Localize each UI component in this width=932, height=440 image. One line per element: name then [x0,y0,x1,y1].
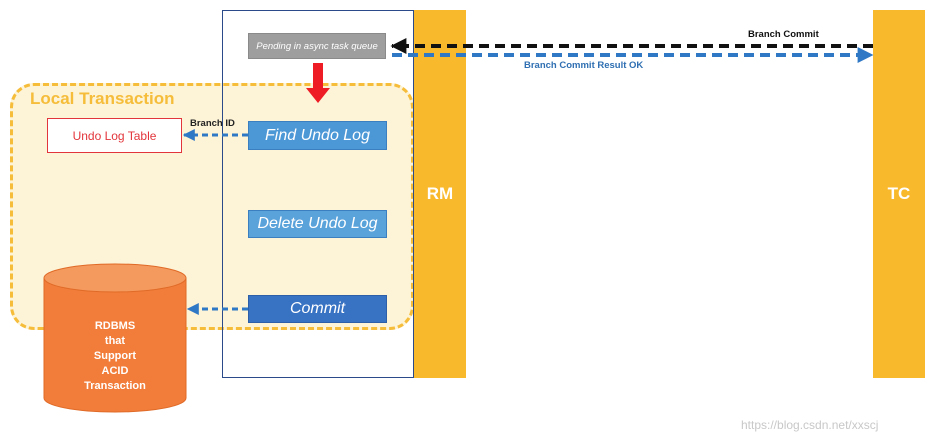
delete-undo-log-label: Delete Undo Log [257,215,378,232]
watermark: https://blog.csdn.net/xxscj [741,418,879,432]
red-flow-arrow [306,63,330,103]
rm-lane: RM [414,10,466,378]
rm-process-panel [222,10,414,378]
rm-label: RM [426,184,454,203]
tc-label: TC [887,184,911,203]
tc-lane: TC [873,10,925,378]
rdbms-line-3: Support [93,349,137,362]
branch-commit-result-label: Branch Commit Result OK [524,60,644,71]
undo-log-table-label: Undo Log Table [72,128,157,143]
find-undo-log-label: Find Undo Log [265,126,370,144]
branch-commit-label: Branch Commit [748,29,819,40]
delete-undo-log-step: Delete Undo Log [248,210,387,238]
rdbms-label: RDBMS that Support ACID Transaction [44,316,186,396]
pending-queue-label: Pending in async task queue [256,40,378,52]
rdbms-database-cylinder [43,263,187,413]
pending-queue-step: Pending in async task queue [248,33,386,59]
undo-log-table: Undo Log Table [47,118,182,153]
find-undo-log-step: Find Undo Log [248,121,387,150]
commit-label: Commit [289,300,346,317]
rdbms-line-1: RDBMS [94,319,136,332]
local-transaction-title: Local Transaction [30,89,175,108]
branch-id-label: Branch ID [190,118,235,129]
rdbms-line-5: Transaction [84,379,146,392]
commit-step: Commit [248,295,387,323]
rdbms-line-4: ACID [101,364,129,377]
rdbms-line-2: that [104,334,126,347]
